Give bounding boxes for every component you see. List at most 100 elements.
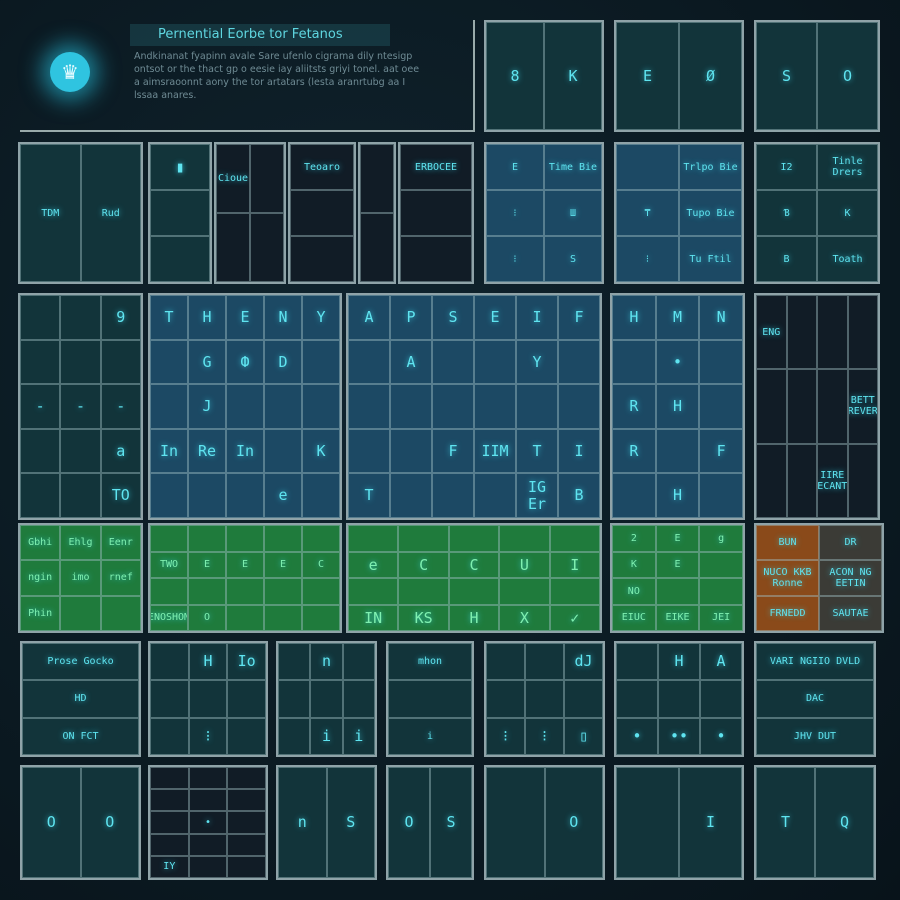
tile-cell[interactable]: T	[348, 473, 390, 518]
tile-cell[interactable]	[150, 833, 189, 856]
tile-cell[interactable]	[564, 680, 603, 718]
tile-cell[interactable]	[150, 578, 188, 605]
tile-cell[interactable]	[348, 339, 390, 385]
tile-cell[interactable]: •	[700, 717, 742, 755]
tile-cell[interactable]: S	[432, 295, 474, 340]
tile-cell[interactable]: ₸	[616, 190, 679, 236]
tile-cell[interactable]: Re	[188, 428, 226, 474]
tile-cell[interactable]: O	[544, 767, 603, 878]
tile-cell[interactable]: Gbhi	[20, 525, 61, 561]
tile-cell[interactable]: O	[22, 767, 81, 878]
tile-cell[interactable]	[612, 339, 656, 385]
tile-cell[interactable]	[516, 384, 558, 429]
tile-cell[interactable]: SAUTAE	[819, 595, 882, 631]
tile-cell[interactable]: K	[612, 551, 656, 578]
tile-cell[interactable]: Tupo Bie	[679, 190, 742, 236]
tile-cell[interactable]	[549, 578, 600, 605]
tile-cell[interactable]	[448, 525, 500, 552]
tile-cell[interactable]	[20, 295, 61, 340]
tile-cell[interactable]	[264, 578, 302, 605]
tile-cell[interactable]	[150, 811, 189, 834]
tile-cell[interactable]	[558, 384, 600, 429]
tile-cell[interactable]: ▮	[150, 144, 210, 190]
tile-cell[interactable]	[847, 443, 878, 518]
tile-cell[interactable]	[227, 811, 266, 834]
tile-cell[interactable]: TWO	[150, 551, 188, 578]
tile-cell[interactable]	[226, 473, 264, 518]
tile-cell[interactable]: B	[558, 473, 600, 518]
tile-cell[interactable]: H	[448, 604, 500, 631]
tile-cell[interactable]: In	[150, 428, 188, 474]
tile-cell[interactable]: S	[544, 236, 602, 282]
tile-cell[interactable]	[432, 473, 474, 518]
tile-cell[interactable]: Y	[516, 339, 558, 385]
tile-cell[interactable]: Ш	[544, 190, 602, 236]
tile-cell[interactable]	[398, 578, 449, 605]
tile-cell[interactable]	[150, 717, 189, 755]
tile-cell[interactable]: n	[278, 767, 327, 878]
tile-cell[interactable]: I	[516, 295, 558, 340]
tile-cell[interactable]	[400, 236, 472, 282]
tile-cell[interactable]	[400, 190, 472, 236]
tile-cell[interactable]	[348, 578, 399, 605]
tile-cell[interactable]: E	[226, 551, 264, 578]
tile-cell[interactable]: D	[264, 339, 302, 385]
tile-cell[interactable]	[227, 833, 266, 856]
tile-cell[interactable]	[474, 473, 516, 518]
tile-cell[interactable]	[226, 604, 264, 631]
tile-cell[interactable]: IG Er	[516, 473, 558, 518]
tile-cell[interactable]	[699, 473, 743, 518]
tile-cell[interactable]: Cioue	[216, 144, 250, 213]
tile-cell[interactable]	[756, 369, 787, 444]
tile-cell[interactable]	[150, 384, 188, 429]
tile-cell[interactable]	[398, 525, 449, 552]
tile-cell[interactable]: ✓	[549, 604, 600, 631]
tile-cell[interactable]: Tu Ftil	[679, 236, 742, 282]
tile-cell[interactable]	[390, 428, 432, 474]
tile-cell[interactable]: J	[188, 384, 226, 429]
tile-cell[interactable]: O	[188, 604, 226, 631]
tile-cell[interactable]	[499, 578, 550, 605]
tile-cell[interactable]	[60, 428, 101, 474]
tile-cell[interactable]	[227, 680, 266, 718]
tile-cell[interactable]: C	[448, 551, 500, 578]
tile-cell[interactable]	[302, 384, 340, 429]
tile-panel[interactable]: •IY	[148, 765, 268, 880]
tile-cell[interactable]	[188, 833, 228, 856]
tile-cell[interactable]	[817, 295, 848, 370]
tile-cell[interactable]: E	[655, 551, 700, 578]
tile-cell[interactable]	[348, 525, 399, 552]
tile-cell[interactable]: I	[558, 428, 600, 474]
tile-cell[interactable]: ⁝	[486, 190, 544, 236]
tile-cell[interactable]: K	[817, 190, 878, 236]
tile-cell[interactable]: F	[432, 428, 474, 474]
tile-cell[interactable]	[699, 339, 743, 385]
tile-cell[interactable]: a	[100, 428, 141, 474]
tile-cell[interactable]: KS	[398, 604, 449, 631]
tile-cell[interactable]: ENG	[756, 295, 787, 370]
tile-cell[interactable]	[700, 680, 742, 718]
tile-cell[interactable]: IN	[348, 604, 399, 631]
tile-panel[interactable]: Teoaro	[288, 142, 356, 284]
tile-cell[interactable]: ⁝	[525, 717, 564, 755]
tile-panel[interactable]: I	[614, 765, 744, 880]
tile-cell[interactable]: ▯	[564, 717, 603, 755]
tile-cell[interactable]	[216, 213, 250, 282]
tile-cell[interactable]	[302, 339, 340, 385]
tile-cell[interactable]: Prose Gocko	[22, 643, 139, 681]
tile-cell[interactable]: E	[264, 551, 302, 578]
tile-cell[interactable]: Eenr	[100, 525, 141, 561]
tile-cell[interactable]	[348, 428, 390, 474]
tile-cell[interactable]: B	[756, 236, 817, 282]
tile-cell[interactable]: g	[699, 525, 743, 552]
tile-cell[interactable]: K	[302, 428, 340, 474]
tile-cell[interactable]	[150, 339, 188, 385]
